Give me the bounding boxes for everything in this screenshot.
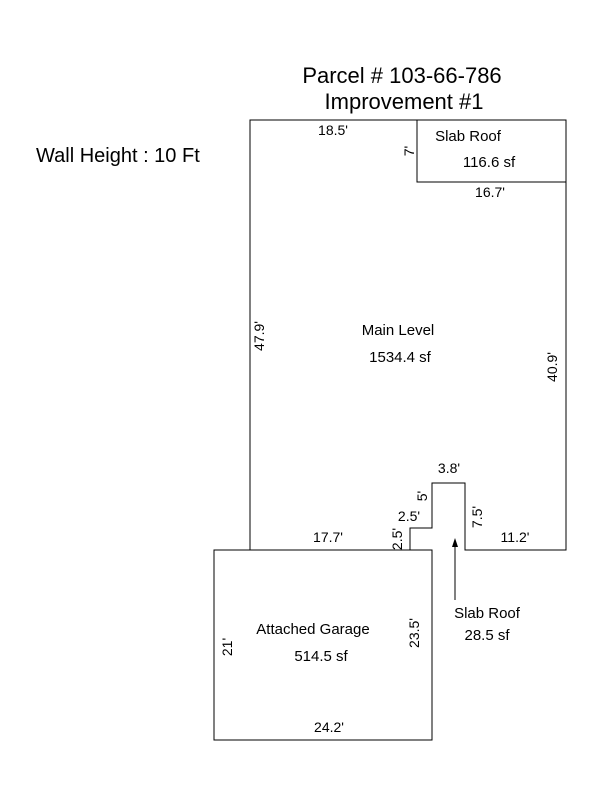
dim-notch-right: 7.5' [469, 506, 485, 528]
dim-main-bottom-left: 17.7' [313, 529, 343, 545]
dim-main-left: 47.9' [251, 321, 267, 351]
dim-step-side: 2.5' [389, 528, 405, 550]
slab-roof-top-area: 116.6 sf [463, 154, 516, 171]
dim-main-top: 18.5' [318, 122, 348, 138]
main-level-name: Main Level [362, 322, 435, 339]
main-level-area: 1534.4 sf [369, 349, 432, 366]
slab-roof-bottom-name: Slab Roof [454, 605, 521, 622]
dim-main-bottom-right: 11.2' [501, 529, 530, 545]
garage-area: 514.5 sf [294, 648, 348, 665]
dim-notch-left: 5' [414, 491, 430, 501]
garage-name: Attached Garage [256, 621, 369, 638]
dim-garage-bottom: 24.2' [314, 719, 344, 735]
wall-height-label: Wall Height : 10 Ft [36, 145, 200, 167]
garage-outline [213, 549, 433, 741]
dim-main-right: 40.9' [544, 352, 560, 382]
dim-garage-right: 23.5' [406, 618, 422, 648]
dim-garage-left: 21' [219, 638, 235, 656]
dim-notch-top: 3.8' [438, 460, 460, 476]
dim-slab-side: 7' [401, 146, 417, 156]
slab-roof-bottom-area: 28.5 sf [464, 627, 510, 644]
improvement-title: Improvement #1 [325, 89, 484, 114]
parcel-title: Parcel # 103-66-786 [302, 63, 501, 88]
arrow-head-icon [452, 538, 458, 547]
slab-roof-top-outline [416, 120, 566, 183]
dim-slab-bottom: 16.7' [475, 184, 505, 200]
dim-step-top: 2.5' [398, 508, 420, 524]
slab-roof-top-name: Slab Roof [435, 128, 502, 145]
